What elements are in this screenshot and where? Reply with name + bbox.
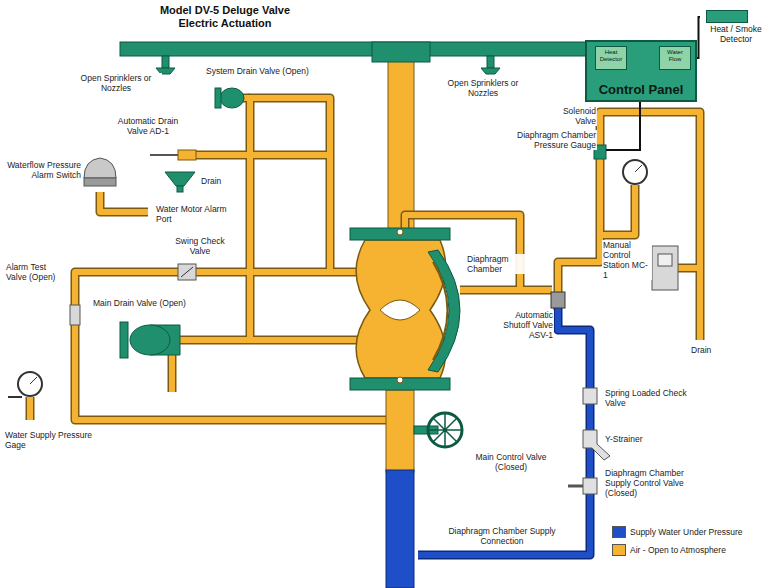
legend-text: Air - Open to Atmosphere [630,545,726,555]
pressure-gage [18,372,42,396]
indicator-box: Water Flow [659,46,691,70]
part-label: Manual Control Station MC-1 [602,240,652,280]
clapper-seat [380,300,420,320]
gage-cock [8,396,22,398]
diaphragm [433,262,448,360]
supply-control-valve [583,478,597,494]
part-label: Alarm Test Valve (Open) [5,262,62,282]
legend-item: Air - Open to Atmosphere [612,544,726,556]
alarm-switch [84,158,116,178]
detector-body [706,10,748,23]
pull-handle [658,254,672,266]
part-label: Spring Loaded Check Valve [604,388,690,408]
part-label: Open Sprinklers or Nozzles [70,73,162,93]
gage-needle [30,377,37,384]
indicator-box: Heat Detector [595,46,627,70]
handwheel [428,413,462,447]
node-label: Heat / Smoke Detector [700,23,772,47]
part-label: Diaphragm Chamber Supply Control Valve (… [604,468,706,498]
legend-item: Supply Water Under Pressure [612,526,743,538]
control-panel: Control Panel Heat Detector Water Flow [585,40,697,102]
part-label: Solenoid Valve [540,106,597,126]
node-label: Water Flow [660,47,690,65]
part-label: Open Sprinklers or Nozzles [432,78,534,98]
upper-flange [350,228,450,240]
automatic-drain-valve [178,150,196,160]
part-label: Waterflow Pressure Alarm Switch [6,160,82,180]
solenoid-wire [606,102,640,150]
sprinkler-drop [487,56,494,68]
part-label: Water Motor Alarm Port [155,204,237,224]
sprinkler-drop [162,56,169,68]
part-label: System Drain Valve (Open) [205,66,317,76]
diagram-title: Model DV-5 Deluge Valve Electric Actuati… [140,4,310,30]
part-label: Diaphragm Chamber Pressure Gauge [500,130,597,150]
part-label: Main Control Valve (Closed) [468,452,554,472]
drain-tube [150,154,178,156]
lower-flange [350,378,450,390]
main-drain-valve [130,325,170,355]
alarm-test-valve [70,305,80,325]
drain-funnel [177,186,183,192]
part-label: Water Supply Pressure Gage [4,430,96,450]
diaphragm-chamber [428,250,460,372]
smoke-detector: Heat / Smoke Detector [700,10,772,50]
riser-pipe [388,56,414,230]
part-label: Y-Strainer [604,434,666,444]
valve-handle [568,485,583,488]
swing-check-valve [178,264,196,280]
sprinkler-head [481,68,500,74]
legend-swatch [612,526,626,538]
check-valve [583,388,597,404]
part-label: Diaphragm Chamber Supply Connection [436,526,568,546]
part-label: Automatic Drain Valve AD-1 [112,116,184,136]
part-label: Drain [690,345,732,355]
system-drain-valve [220,88,244,108]
port [397,229,403,235]
pipe-part [30,98,700,420]
node-label: Heat Detector [596,47,626,65]
shutoff-valve [551,292,565,308]
drain-funnel [165,172,195,186]
pipe-part [30,98,700,420]
legend-text: Supply Water Under Pressure [630,527,743,537]
riser-pipe [386,390,414,472]
supply-pipe [386,470,414,588]
part-label: Diaphragm Chamber [466,254,528,274]
tee-fitting [372,42,430,62]
swing-check-valve [181,267,193,277]
panel-title: Control Panel [587,83,695,98]
part-label: Swing Check Valve [168,236,232,256]
legend-swatch [612,544,626,556]
part-label: Drain [200,176,242,186]
part-label: Main Drain Valve (Open) [92,298,204,308]
part-label: Automatic Shutoff Valve ASV-1 [486,310,554,340]
handwheel-spokes [428,413,462,447]
valve-body [356,240,446,378]
gauge-needle [635,165,642,172]
header-pipe [120,42,612,56]
signal-wire [697,17,700,58]
drain-flange [120,322,128,358]
alarm-switch [84,178,116,186]
pressure-gauge [623,160,647,184]
port [397,377,403,383]
drain-flange [215,88,221,108]
manual-control-station [652,246,678,290]
